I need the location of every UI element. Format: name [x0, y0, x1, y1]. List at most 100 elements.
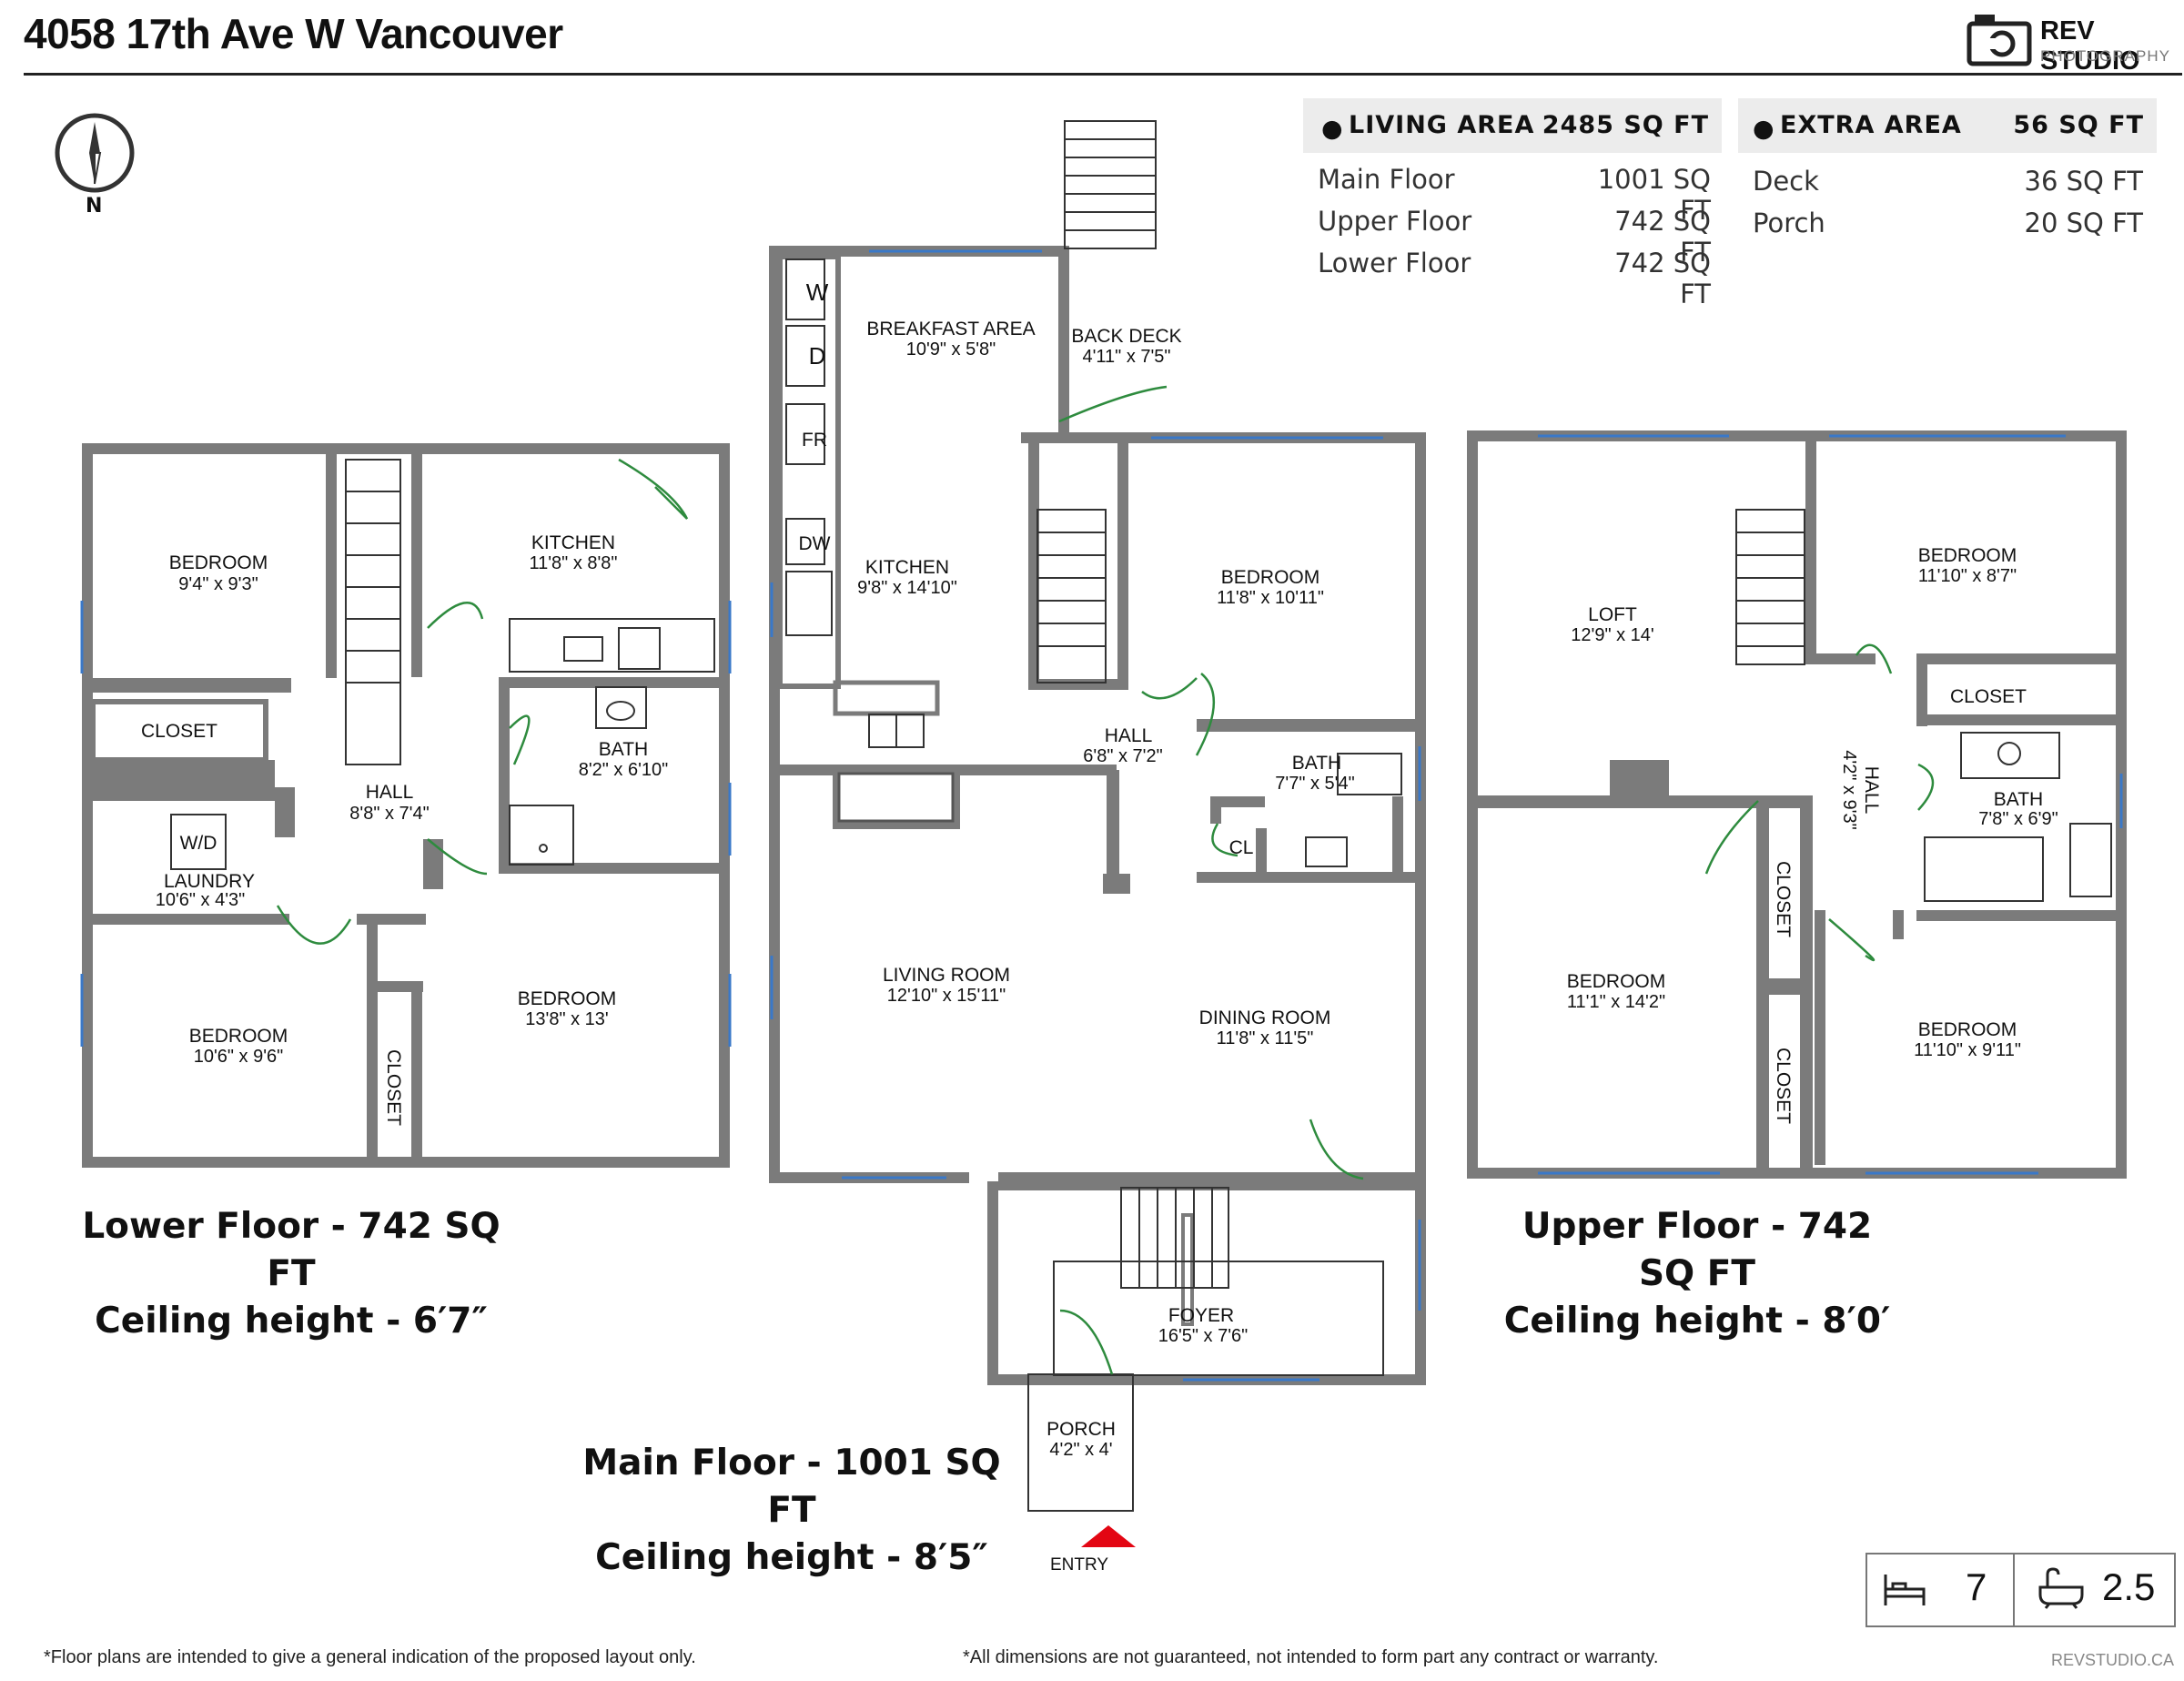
main-kitchen-dim: 9'8" x 14'10" [857, 578, 957, 598]
lower-floor-caption: Lower Floor - 742 SQ FT Ceiling height -… [82, 1203, 500, 1345]
upper-floor-walls [1467, 430, 2127, 1179]
main-cl-name: CL [1229, 837, 1254, 858]
lower-kitchen-dim: 11'8" x 8'8" [529, 553, 617, 573]
bullet-icon: ● [1321, 115, 1344, 143]
bedroom-count: 7 [1966, 1565, 1987, 1608]
living-row-name: Main Floor [1318, 164, 1455, 195]
lower-bath-name: BATH [599, 739, 648, 760]
main-breakfast-dim: 10'9" x 5'8" [906, 339, 996, 359]
lower-bedroom1-dim: 9'4" x 9'3" [178, 574, 258, 594]
upper-hall-dim: 4'2" x 9'3" [1839, 750, 1859, 829]
upper-floor-caption: Upper Floor - 742 SQ FT Ceiling height -… [1492, 1203, 1902, 1345]
bullet-icon: ● [1753, 115, 1775, 143]
main-floor-caption: Main Floor - 1001 SQ FT Ceiling height -… [582, 1440, 1001, 1582]
main-bedroom-name: BEDROOM [1221, 567, 1320, 588]
lower-closet2-name: CLOSET [383, 1049, 404, 1126]
appliance-d: D [809, 342, 826, 370]
lower-bedroom2-name: BEDROOM [189, 1026, 288, 1047]
upper-bedroom2-name: BEDROOM [1567, 971, 1666, 992]
appliance-w: W [806, 278, 829, 306]
upper-bath-dim: 7'8" x 6'9" [1978, 809, 2058, 829]
upper-floor-ceiling: Ceiling height - 8′0′ [1503, 1301, 1891, 1342]
main-hall-name: HALL [1105, 725, 1153, 746]
main-hall-dim: 6'8" x 7'2" [1083, 746, 1162, 766]
fireplace [837, 772, 955, 823]
stats-box [1866, 1553, 2176, 1627]
door-swings [276, 385, 1935, 1375]
main-bath-name: BATH [1292, 753, 1341, 774]
footer-disclaimer-left: *Floor plans are intended to give a gene… [44, 1647, 696, 1667]
upper-hall-name: HALL [1861, 766, 1882, 815]
bed-icon [1884, 1575, 1926, 1605]
appliance-fr: FR [802, 430, 827, 451]
upper-bedroom1-name: BEDROOM [1918, 545, 2017, 566]
extra-area-header: ● EXTRA AREA 56 SQ FT [1738, 98, 2157, 153]
fixtures [170, 258, 2112, 902]
living-area-header: ● LIVING AREA 2485 SQ FT [1303, 98, 1722, 153]
logo-subtitle: PHOTOGRAPHY [2040, 47, 2170, 65]
extra-row-value: 20 SQ FT [2024, 208, 2143, 238]
upper-bath-name: BATH [1994, 789, 2043, 810]
windows [80, 249, 2123, 1382]
lower-bedroom2-dim: 10'6" x 9'6" [194, 1047, 284, 1067]
main-breakfast-name: BREAKFAST AREA [866, 319, 1035, 339]
main-porch-name: PORCH [1046, 1419, 1116, 1440]
living-area-total: 2485 SQ FT [1542, 111, 1709, 139]
upper-bedroom2-dim: 11'1" x 14'2" [1567, 992, 1665, 1012]
upper-floor-area: Upper Floor - 742 SQ FT [1522, 1206, 1873, 1294]
main-living-name: LIVING ROOM [883, 965, 1010, 986]
extra-area-total: 56 SQ FT [2013, 111, 2144, 139]
upper-loft-dim: 12'9" x 14' [1571, 625, 1653, 645]
living-area-label: LIVING AREA [1349, 111, 1535, 139]
lower-kitchen-name: KITCHEN [531, 532, 615, 553]
lower-floor-ceiling: Ceiling height - 6′7″ [95, 1301, 488, 1342]
main-floor-ceiling: Ceiling height - 8′5″ [595, 1537, 988, 1578]
main-foyer-dim: 16'5" x 7'6" [1158, 1326, 1249, 1346]
main-dining-dim: 11'8" x 11'5" [1217, 1028, 1314, 1048]
extra-row-value: 36 SQ FT [2024, 166, 2143, 197]
upper-bedroom3-dim: 11'10" x 9'11" [1914, 1040, 2021, 1060]
main-kitchen-name: KITCHEN [865, 557, 949, 578]
living-row-name: Upper Floor [1318, 206, 1472, 237]
lower-laundry-name: LAUNDRY [164, 871, 255, 892]
compass-north-label: N [86, 195, 103, 218]
extra-row-name: Deck [1753, 166, 1819, 197]
lower-bedroom3-name: BEDROOM [518, 988, 617, 1009]
upper-loft-name: LOFT [1588, 604, 1637, 625]
extra-row-name: Porch [1753, 208, 1825, 238]
main-living-dim: 12'10" x 15'11" [887, 986, 1006, 1006]
lower-closet1-name: CLOSET [141, 721, 217, 742]
property-address-title: 4058 17th Ave W Vancouver [24, 10, 563, 57]
compass-icon [55, 113, 135, 193]
living-row-value: 1001 SQ FT [1597, 164, 1711, 226]
bathroom-count: 2.5 [2102, 1565, 2156, 1608]
main-porch-dim: 4'2" x 4' [1049, 1440, 1112, 1460]
lower-wd-name: W/D [180, 833, 217, 854]
appliance-dw: DW [799, 533, 831, 554]
main-dining-name: DINING ROOM [1199, 1008, 1331, 1028]
lower-floor-area: Lower Floor - 742 SQ FT [82, 1206, 500, 1294]
main-foyer-name: FOYER [1168, 1305, 1234, 1326]
main-backdeck-name: BACK DECK [1071, 326, 1181, 347]
upper-bedroom3-name: BEDROOM [1918, 1019, 2017, 1040]
footer-website: REVSTUDIO.CA [2051, 1651, 2175, 1669]
living-row-value: 742 SQ FT [1614, 206, 1711, 268]
lower-laundry-dim: 10'6" x 4'3" [156, 890, 246, 910]
bathtub-icon [2038, 1567, 2084, 1609]
main-bath-dim: 7'7" x 5'4" [1275, 774, 1354, 794]
main-floor-area: Main Floor - 1001 SQ FT [582, 1443, 1001, 1531]
lower-bedroom1-name: BEDROOM [169, 552, 268, 573]
camera-logo-icon [1967, 15, 2032, 66]
living-row-value: 742 SQ FT [1614, 248, 1711, 309]
logo-name: REV STUDIO [2040, 16, 2140, 76]
extra-area-label: EXTRA AREA [1780, 111, 1962, 139]
entry-marker-icon [1081, 1525, 1136, 1547]
upper-bedroom1-dim: 11'10" x 8'7" [1918, 566, 2017, 586]
stats-divider [2013, 1553, 2015, 1627]
staircases [345, 120, 1805, 1512]
upper-closet1-name: CLOSET [1950, 686, 2027, 707]
lower-bedroom3-dim: 13'8" x 13' [525, 1009, 608, 1029]
footer-disclaimer-center: *All dimensions are not guaranteed, not … [963, 1647, 1659, 1667]
upper-closet2-name: CLOSET [1773, 861, 1794, 937]
